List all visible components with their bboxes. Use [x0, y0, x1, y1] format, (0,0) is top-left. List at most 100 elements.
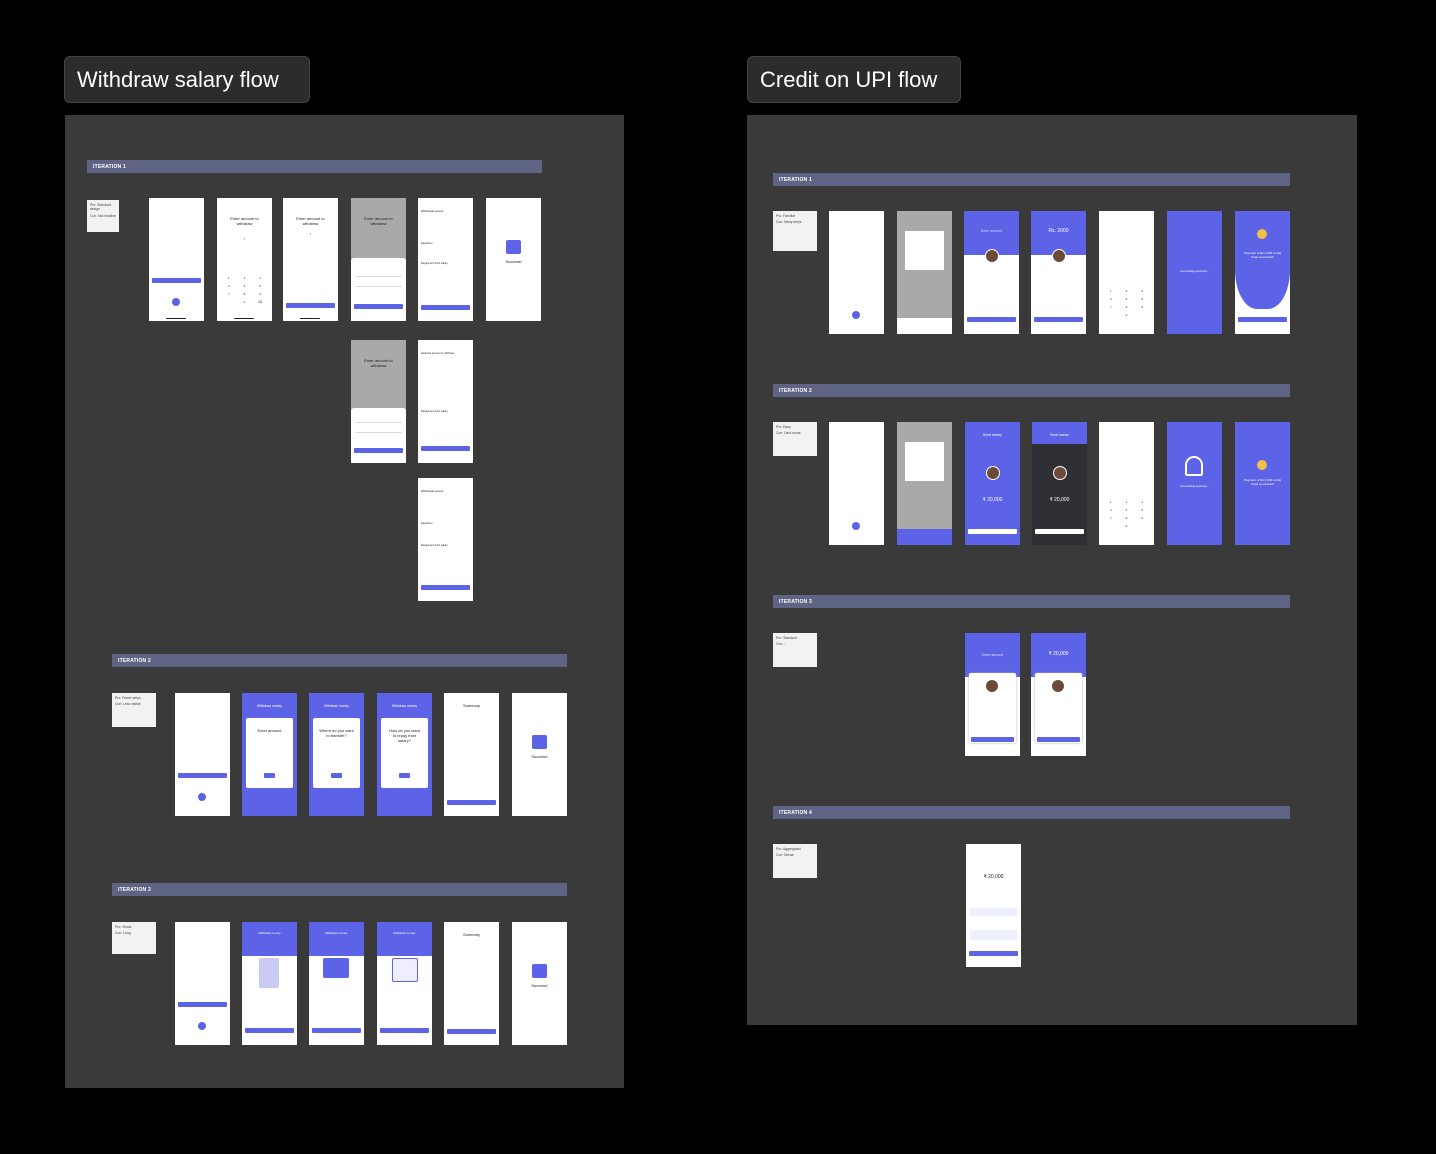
- continue-button[interactable]: [286, 303, 335, 308]
- upi-i3-amount-filled-screen[interactable]: ₹ 20,000: [1031, 633, 1086, 756]
- card-title: How do you want to repay from salary?: [389, 728, 420, 743]
- wd-i1-home-screen[interactable]: [149, 198, 204, 321]
- success-title: Success!: [531, 983, 548, 988]
- fab-button[interactable]: [172, 298, 180, 306]
- upi-iteration-3-header: ITERATION 3: [773, 595, 1290, 608]
- upi-i1-home-screen[interactable]: [829, 211, 884, 334]
- upi-i2-home-screen[interactable]: [829, 422, 884, 545]
- card-title: Where do you want to transfer?: [319, 728, 354, 738]
- wd-i3-enter-amount-screen[interactable]: Withdraw money: [242, 922, 297, 1045]
- header-title: Withdraw money: [258, 931, 281, 935]
- deposit-to-label: Deposit to: [421, 522, 433, 525]
- wd-i3-transfer-screen[interactable]: Withdraw money: [309, 922, 364, 1045]
- enter-amount-title: Enter amount: [980, 229, 1003, 233]
- wd-i1-summary-alt-screen[interactable]: Withdrawal amount Deposit to Repayment f…: [418, 478, 473, 601]
- pay-button[interactable]: [969, 951, 1018, 956]
- wd-i3-repay-screen[interactable]: Withdraw money: [377, 922, 432, 1045]
- success-illustration-icon: [532, 735, 547, 749]
- success-title: Success!: [531, 754, 548, 759]
- fab-button[interactable]: [852, 311, 860, 319]
- success-text: Payment of Rs 2,000 to Raj Patel success…: [1244, 478, 1281, 486]
- wd-i1-success-screen[interactable]: Success!: [486, 198, 541, 321]
- fab-button[interactable]: [198, 1022, 206, 1030]
- pay-button[interactable]: [1035, 529, 1084, 534]
- wd-i1-select-account-screen[interactable]: Enter amount to withdraw: [351, 198, 406, 321]
- withdrawal-amount-label: Withdrawal amount: [421, 490, 444, 493]
- pay-button[interactable]: [1037, 737, 1080, 742]
- continue-button[interactable]: [312, 1028, 361, 1033]
- withdraw-button[interactable]: [447, 800, 496, 805]
- wd-i2-success-screen[interactable]: Success!: [512, 693, 567, 816]
- upi-i1-enter-amount-screen[interactable]: Enter amount: [964, 211, 1019, 334]
- pay-button[interactable]: [971, 737, 1014, 742]
- amount-value: ₹ 20,000: [1049, 497, 1070, 503]
- upi-i1-amount-filled-screen[interactable]: Rs. 2000: [1031, 211, 1086, 334]
- pay-button[interactable]: [968, 529, 1017, 534]
- pay-button[interactable]: [967, 317, 1016, 322]
- wd-i2-enter-amount-screen[interactable]: Withdraw money Enter amount: [242, 693, 297, 816]
- wd-i1-alt-account-screen[interactable]: Enter amount to withdraw: [351, 340, 406, 463]
- upi-i2-scan-screen[interactable]: [897, 422, 952, 545]
- upi-i4-payment-screen[interactable]: ₹ 20,000: [966, 844, 1021, 967]
- account-sheet[interactable]: [351, 258, 406, 321]
- withdraw-salary-button[interactable]: [178, 1002, 227, 1007]
- deposit-to-label: Deposit to: [421, 242, 433, 245]
- withdraw-button[interactable]: [421, 446, 470, 451]
- header-title: Send money: [1049, 433, 1070, 437]
- fab-button[interactable]: [852, 522, 860, 530]
- connecting-text: Connecting securely...: [1179, 484, 1210, 488]
- confirm-button[interactable]: [354, 304, 403, 309]
- upi-i2-success-screen[interactable]: Payment of Rs 2,000 to Raj Patel success…: [1235, 422, 1290, 545]
- upi-i1-success-screen[interactable]: Payment of Rs 2,000 to Raj Patel success…: [1235, 211, 1290, 334]
- wd-i2-transfer-screen[interactable]: Withdraw money Where do you want to tran…: [309, 693, 364, 816]
- wd-i1-selected-amount-screen[interactable]: Selected amount to withdraw Repayment fr…: [418, 340, 473, 463]
- enter-amount-title: Enter amount to withdraw: [364, 216, 393, 226]
- continue-button[interactable]: [245, 1028, 294, 1033]
- withdraw-button[interactable]: [421, 585, 470, 590]
- enter-amount-title: Enter amount to withdraw: [364, 358, 393, 368]
- withdraw-salary-button[interactable]: [152, 278, 201, 283]
- connecting-text: Connecting securely...: [1179, 269, 1210, 273]
- wd-i1-enter-amount-filled-screen[interactable]: Enter amount to withdraw ₹: [283, 198, 338, 321]
- done-button[interactable]: [1238, 317, 1287, 322]
- withdraw-flow-title: Withdraw salary flow: [64, 56, 310, 103]
- continue-button[interactable]: [380, 1028, 429, 1033]
- wd-i3-home-screen[interactable]: [175, 922, 230, 1045]
- wd-i3-success-screen[interactable]: Success!: [512, 922, 567, 1045]
- wd-i1-summary-screen[interactable]: Withdrawal amount Deposit to Repayment f…: [418, 198, 473, 321]
- next-button[interactable]: [331, 773, 342, 778]
- confirm-button[interactable]: [354, 448, 403, 453]
- wd-i2-summary-screen[interactable]: Summary: [444, 693, 499, 816]
- withdraw-button[interactable]: [421, 305, 470, 310]
- fab-button[interactable]: [198, 793, 206, 801]
- next-button[interactable]: [264, 773, 275, 778]
- header-title: Withdraw money: [323, 704, 350, 708]
- qr-code-frame: [905, 231, 944, 270]
- withdraw-iteration-2-header: ITERATION 2: [112, 654, 567, 667]
- card-title: Enter amount: [257, 728, 282, 733]
- upi-i1-scan-screen[interactable]: [897, 211, 952, 334]
- repayment-label: Repayment from salary: [421, 262, 448, 265]
- next-button[interactable]: [399, 773, 410, 778]
- wd-i2-repay-screen[interactable]: Withdraw money How do you want to repay …: [377, 693, 432, 816]
- pay-button[interactable]: [1034, 317, 1083, 322]
- upi-i3-enter-amount-screen[interactable]: Enter amount: [965, 633, 1020, 756]
- upi-i2-send-money-screen[interactable]: Send money ₹ 20,000: [965, 422, 1020, 545]
- withdraw-button[interactable]: [447, 1029, 496, 1034]
- withdraw-salary-button[interactable]: [178, 773, 227, 778]
- wd-i2-home-screen[interactable]: [175, 693, 230, 816]
- upi-i2-send-money-dark-screen[interactable]: Send money ₹ 20,000: [1032, 422, 1087, 545]
- success-illustration-icon: [532, 964, 547, 978]
- wd-i3-summary-screen[interactable]: Summary: [444, 922, 499, 1045]
